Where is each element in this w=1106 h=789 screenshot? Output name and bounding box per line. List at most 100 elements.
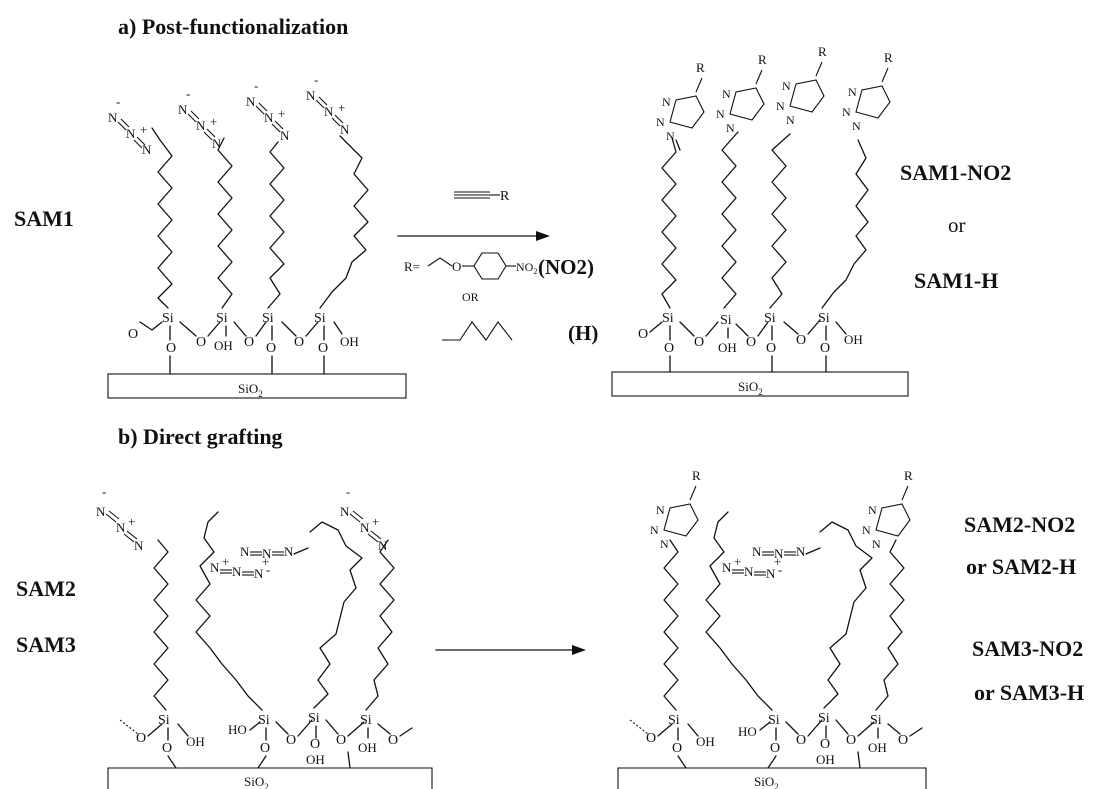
substrate-label: SiO2 <box>244 774 269 789</box>
atom-n: N <box>232 564 242 579</box>
atom-n: N <box>722 560 732 575</box>
atom-n: N <box>116 520 126 535</box>
substrate-b-right: SiO2 <box>617 767 927 789</box>
atom-plus: + <box>262 554 269 569</box>
atom-o: O <box>260 741 270 756</box>
atom-si: Si <box>258 713 270 728</box>
triazole-groups-b-right: R N N N R N N N <box>650 468 913 551</box>
nitro-group: NO2 <box>516 260 537 276</box>
atom-o: O <box>286 733 296 748</box>
atom-plus: + <box>278 106 285 121</box>
atom-minus: - <box>254 78 258 93</box>
panel-b: b) Direct grafting SAM2 SAM3 SiO2 O Si O… <box>16 424 1084 789</box>
atom-n: N <box>862 523 871 537</box>
atom-plus: + <box>210 114 217 129</box>
atom-o: O <box>694 335 704 350</box>
substrate-b-left: SiO2 <box>107 767 433 789</box>
atom-o: O <box>196 335 206 350</box>
atom-n: N <box>126 126 136 141</box>
siloxane-b-left: O Si O OH HO Si O O Si O OH O Si <box>119 711 413 769</box>
alkyl-chains-b-right <box>663 511 905 711</box>
azide-groups-a-left: N - N + N N - N + N N - N + N <box>108 72 350 157</box>
atom-si: Si <box>308 711 320 726</box>
panel-a-title: a) Post-functionalization <box>118 14 348 39</box>
atom-n: N <box>360 520 370 535</box>
panel-a: a) Post-functionalization SAM1 SiO2 O Si… <box>14 14 1011 399</box>
triazole-ring: R N N N <box>716 52 767 135</box>
product-or-label: or <box>948 213 966 237</box>
atom-si: Si <box>158 713 170 728</box>
atom-n: N <box>178 102 188 117</box>
atom-n: N <box>240 544 250 559</box>
atom-o: O <box>452 259 461 274</box>
atom-o: O <box>336 733 346 748</box>
atom-o: O <box>166 341 176 356</box>
atom-n: N <box>284 544 294 559</box>
atom-o: O <box>128 327 138 342</box>
sam1-label: SAM1 <box>14 206 74 231</box>
atom-n: N <box>246 94 256 109</box>
atom-si: Si <box>668 713 680 728</box>
atom-oh: OH <box>306 752 325 767</box>
atom-r: R <box>884 50 893 65</box>
atom-o: O <box>646 731 656 746</box>
atom-si: Si <box>768 713 780 728</box>
substrate-a-right: SiO2 <box>611 371 909 397</box>
atom-oh: OH <box>816 752 835 767</box>
atom-si: Si <box>818 311 830 326</box>
atom-n: N <box>212 136 222 151</box>
atom-n: N <box>716 107 725 121</box>
atom-r: R <box>818 44 827 59</box>
atom-si: Si <box>314 311 326 326</box>
alkyl-chains-a-left <box>151 127 369 309</box>
atom-oh: OH <box>696 734 715 749</box>
product-label-sam1-h: SAM1-H <box>914 268 998 293</box>
atom-o: O <box>244 335 254 350</box>
azide-groups-b-left: - N N + N N N N + N + N N - <box>96 484 388 581</box>
atom-n: N <box>666 129 675 143</box>
atom-minus: - <box>186 86 190 101</box>
atom-n: N <box>96 504 106 519</box>
atom-oh: OH <box>214 338 233 353</box>
atom-n: N <box>340 122 350 137</box>
r-equals-label: R= <box>404 259 420 274</box>
atom-plus: + <box>734 554 741 569</box>
product-label-sam2-h: or SAM2-H <box>966 554 1076 579</box>
atom-o: O <box>746 335 756 350</box>
product-label-sam3-h: or SAM3-H <box>974 680 1084 705</box>
atom-n: N <box>786 113 795 127</box>
reaction-arrow-a: R R= O NO2 (NO2) OR (H) <box>397 189 598 345</box>
hexyl-option-label: (H) <box>568 321 598 345</box>
triazole-ring: R N N N <box>656 60 705 151</box>
atom-oh: OH <box>844 332 863 347</box>
atom-minus: - <box>778 562 782 577</box>
atom-n: N <box>796 544 806 559</box>
atom-n: N <box>134 538 144 553</box>
atom-n: N <box>842 105 851 119</box>
atom-n: N <box>848 85 857 99</box>
atom-si: Si <box>764 311 776 326</box>
atom-si: Si <box>262 311 274 326</box>
atom-plus: + <box>338 100 345 115</box>
atom-o: O <box>766 341 776 356</box>
atom-n: N <box>324 104 334 119</box>
atom-plus: + <box>140 122 147 137</box>
atom-n: N <box>650 523 659 537</box>
atom-o: O <box>770 741 780 756</box>
atom-n: N <box>782 79 791 93</box>
or-small-label: OR <box>462 290 479 304</box>
substrate-label: SiO2 <box>738 379 763 397</box>
atom-o: O <box>664 341 674 356</box>
triazole-ring: R N N N <box>776 44 827 127</box>
triazole-ring: R N N N <box>862 468 913 551</box>
product-label-sam3-no2: SAM3-NO2 <box>972 636 1083 661</box>
atom-o: O <box>820 341 830 356</box>
product-label-sam2-no2: SAM2-NO2 <box>964 512 1075 537</box>
atom-n: N <box>254 566 264 581</box>
atom-plus: + <box>222 554 229 569</box>
reaction-arrow-b <box>435 645 586 655</box>
atom-ho: HO <box>228 722 247 737</box>
alkyl-chains-b-left <box>153 511 395 711</box>
atom-n: N <box>852 119 861 133</box>
atom-n: N <box>656 503 665 517</box>
